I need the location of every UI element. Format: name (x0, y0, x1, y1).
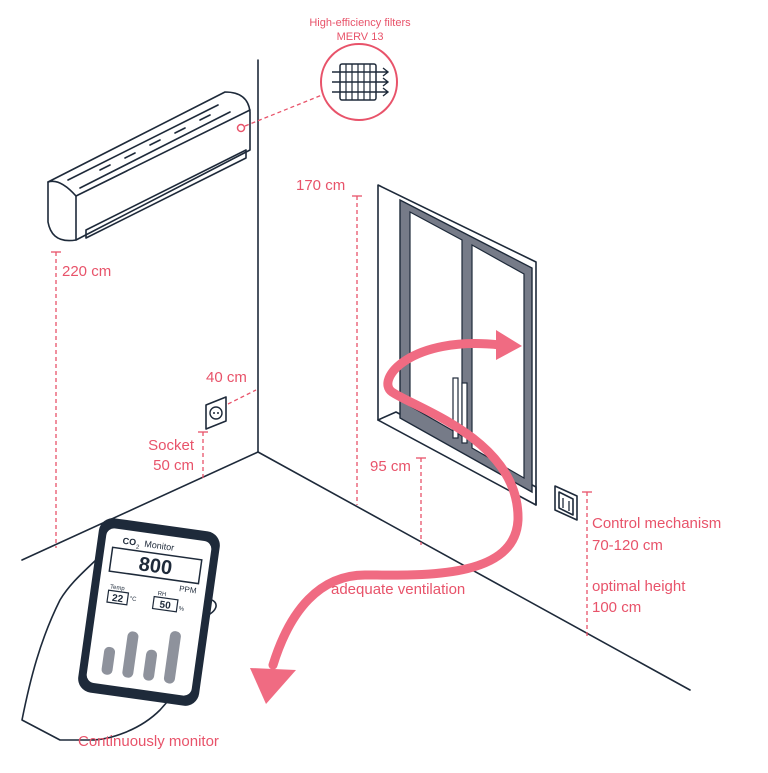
window-top-label: 170 cm (296, 177, 345, 194)
floor-left-edge (21, 451, 259, 561)
airflow-arrowhead-bottom (250, 668, 296, 704)
window-dimensions: 170 cm 95 cm (296, 177, 426, 545)
ac-grille-2 (79, 111, 231, 189)
control-optimal-label: optimal height (592, 578, 686, 595)
monitor-title-sub: 2 (135, 545, 140, 551)
monitor-bar (101, 646, 116, 675)
monitor-temp-label: Temp (110, 584, 126, 592)
co2-monitor-phone: CO 2 Monitor 800 PPM Temp 22 °C RH 50 % (78, 518, 220, 706)
ac-body (47, 91, 251, 242)
monitor-bar (163, 631, 181, 684)
air-conditioner (47, 91, 251, 242)
ac-vent-slots (99, 114, 211, 171)
window-handle-right (461, 382, 468, 444)
monitor-bar (143, 649, 158, 681)
ac-vent-flap (85, 149, 247, 239)
monitor-bar (122, 631, 139, 678)
monitor-rh-value: 50 (159, 599, 172, 612)
monitor-title-prefix: CO (122, 536, 137, 548)
filter-rating: MERV 13 (337, 31, 384, 43)
filter-title: High-efficiency filters (309, 17, 411, 29)
control-title: Control mechanism (592, 515, 721, 532)
airflow-arrow: adequate ventilation (250, 330, 523, 704)
socket-offset-label: 40 cm (206, 369, 247, 386)
caption-continuously-monitor: Continuously monitor (78, 733, 219, 750)
monitor-value-box (108, 546, 203, 585)
monitor-title-suffix: Monitor (144, 539, 175, 553)
window-handle-left (452, 377, 459, 439)
ac-grille-1 (67, 104, 219, 181)
ac-filter-marker (236, 123, 246, 133)
socket-outlet-icon (209, 406, 223, 420)
airflow-arrowhead-top (496, 330, 522, 360)
monitor-rh-label: RH (157, 591, 166, 598)
monitor-temp-unit: °C (129, 596, 137, 603)
ac-height-label: 220 cm (62, 263, 111, 280)
control-mechanism: Control mechanism 70-120 cm optimal heig… (554, 485, 721, 636)
filter-callout: High-efficiency filters MERV 13 (244, 17, 411, 127)
monitor-value: 800 (137, 553, 173, 579)
socket: 40 cm Socket 50 cm (148, 369, 257, 478)
filter-airflow-icon (332, 63, 390, 101)
ac-height-dimension: 220 cm (51, 251, 111, 548)
monitor-unit: PPM (179, 584, 198, 595)
socket-offset-line (227, 389, 257, 405)
window-pane-right (471, 243, 525, 480)
window-bottom-label: 95 cm (370, 458, 411, 475)
monitor-temp-value: 22 (111, 593, 124, 606)
control-range: 70-120 cm (592, 537, 663, 554)
monitor-rh-unit: % (178, 606, 185, 613)
filter-leader-line (244, 94, 323, 127)
ac-front-top (75, 109, 251, 197)
thermostat-icon (554, 485, 578, 521)
socket-label: Socket (148, 437, 195, 454)
socket-height-label: 50 cm (153, 457, 194, 474)
monitor-bar-chart (101, 631, 181, 684)
control-optimal-value: 100 cm (592, 599, 641, 616)
airflow-path (268, 339, 523, 670)
airflow-label: adequate ventilation (331, 581, 465, 598)
